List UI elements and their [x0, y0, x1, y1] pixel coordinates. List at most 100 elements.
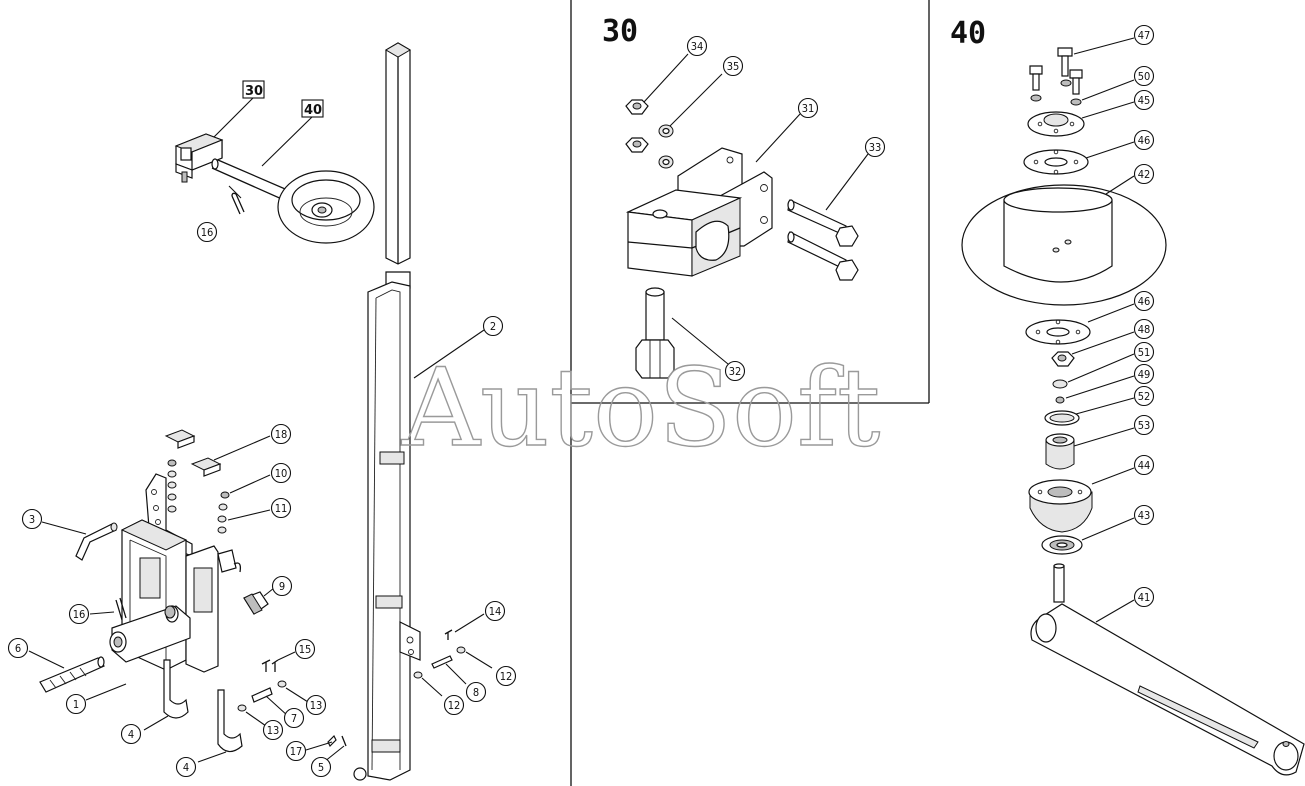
overview-clamp-arm: [174, 133, 375, 244]
callout-9: 9: [271, 575, 293, 597]
callout-16a: 16: [196, 221, 218, 243]
callout-label: 13: [267, 724, 280, 737]
callout-30-31: 31: [797, 97, 819, 119]
callout-15: 15: [294, 638, 316, 660]
callout-30-34: 34: [686, 35, 708, 57]
callout-label: 4: [128, 728, 134, 741]
callout-12a: 12: [495, 665, 517, 687]
callout-label: 46: [1138, 134, 1151, 147]
callout-40-47: 47: [1133, 24, 1155, 46]
svg-text:30: 30: [245, 84, 263, 99]
callout-12b: 12: [443, 694, 465, 716]
callout-label: 48: [1138, 323, 1151, 336]
callout-40-48: 48: [1133, 318, 1155, 340]
mast-hardware: [413, 613, 493, 697]
callout-label: 2: [490, 320, 496, 333]
callout-40-44: 44: [1133, 454, 1155, 476]
callout-40-52: 52: [1133, 385, 1155, 407]
callout-label: 5: [318, 761, 324, 774]
callout-40-42: 42: [1133, 163, 1155, 185]
callout-label: 47: [1138, 29, 1151, 42]
callout-13b: 13: [262, 719, 284, 741]
callout-label: 31: [802, 102, 815, 115]
callout-30-33: 33: [864, 136, 886, 158]
callout-label: 41: [1138, 591, 1151, 604]
callout-30-32: 32: [724, 360, 746, 382]
callout-label: 8: [473, 686, 479, 699]
callout-label: 45: [1138, 94, 1151, 107]
mast-part-2: [353, 42, 485, 781]
callout-label: 11: [275, 502, 288, 515]
callout-label: 9: [279, 580, 285, 593]
callout-10: 10: [270, 462, 292, 484]
callout-label: 6: [15, 642, 21, 655]
callout-label: 43: [1138, 509, 1151, 522]
callout-6: 6: [7, 637, 29, 659]
callout-label: 34: [691, 40, 704, 53]
callout-label: 44: [1138, 459, 1151, 472]
handle-part-3: [41, 521, 118, 561]
callout-40-49: 49: [1133, 363, 1155, 385]
callout-40-53: 53: [1133, 414, 1155, 436]
callout-label: 3: [29, 513, 35, 526]
section-frames: [570, 0, 930, 786]
callout-label: 18: [275, 428, 288, 441]
bracket-assembly-part-1: [109, 429, 271, 673]
callout-14: 14: [484, 600, 506, 622]
callout-5: 5: [310, 756, 332, 778]
callout-40-43: 43: [1133, 504, 1155, 526]
shaft-part-6: [28, 650, 105, 693]
bolt-part-9: [243, 587, 275, 615]
svg-text:40: 40: [304, 103, 322, 118]
callout-label: 12: [500, 670, 513, 683]
callout-label: 32: [729, 365, 742, 378]
callout-2: 2: [482, 315, 504, 337]
section-title-30: 30: [602, 14, 638, 49]
pin-part-16: [89, 597, 127, 621]
callout-40-45: 45: [1133, 89, 1155, 111]
callout-label: 4: [183, 761, 189, 774]
callout-label: 46: [1138, 295, 1151, 308]
callout-40-46b: 46: [1133, 290, 1155, 312]
callout-label: 16: [201, 226, 214, 239]
callout-4a: 4: [120, 723, 142, 745]
assembly-40-drawing: [961, 37, 1305, 776]
callout-13a: 13: [305, 694, 327, 716]
callout-label: 13: [310, 699, 323, 712]
callout-1: 1: [65, 693, 87, 715]
callout-label: 14: [489, 605, 502, 618]
assembly-30-drawing: [625, 53, 869, 379]
callout-40-51: 51: [1133, 341, 1155, 363]
callout-7: 7: [283, 707, 305, 729]
callout-40-41: 41: [1133, 586, 1155, 608]
callout-bubbles: 3435313332475045464246485149525344434116…: [7, 24, 1155, 778]
callout-label: 7: [291, 712, 297, 725]
small-hardware: [237, 651, 347, 763]
callout-4b: 4: [175, 756, 197, 778]
callout-11: 11: [270, 497, 292, 519]
callout-17: 17: [285, 740, 307, 762]
callout-label: 49: [1138, 368, 1151, 381]
callout-label: 35: [727, 60, 740, 73]
callout-label: 16: [73, 608, 86, 621]
callout-40-46a: 46: [1133, 129, 1155, 151]
overview-label-30: 30: [242, 80, 265, 99]
callout-label: 10: [275, 467, 288, 480]
callout-label: 50: [1138, 70, 1151, 83]
callout-label: 33: [869, 141, 882, 154]
callout-label: 12: [448, 699, 461, 712]
callout-label: 53: [1138, 419, 1151, 432]
hook-parts-4: [143, 659, 243, 763]
callout-30-35: 35: [722, 55, 744, 77]
watermark-text: AutoSoft: [401, 346, 880, 471]
callout-label: 42: [1138, 168, 1151, 181]
overview-label-40: 40: [301, 99, 324, 118]
callout-3: 3: [21, 508, 43, 530]
callout-8: 8: [465, 681, 487, 703]
section-title-40: 40: [950, 16, 986, 51]
callout-label: 51: [1138, 346, 1151, 359]
callout-label: 17: [290, 745, 303, 758]
callout-label: 15: [299, 643, 312, 656]
callout-40-50: 50: [1133, 65, 1155, 87]
